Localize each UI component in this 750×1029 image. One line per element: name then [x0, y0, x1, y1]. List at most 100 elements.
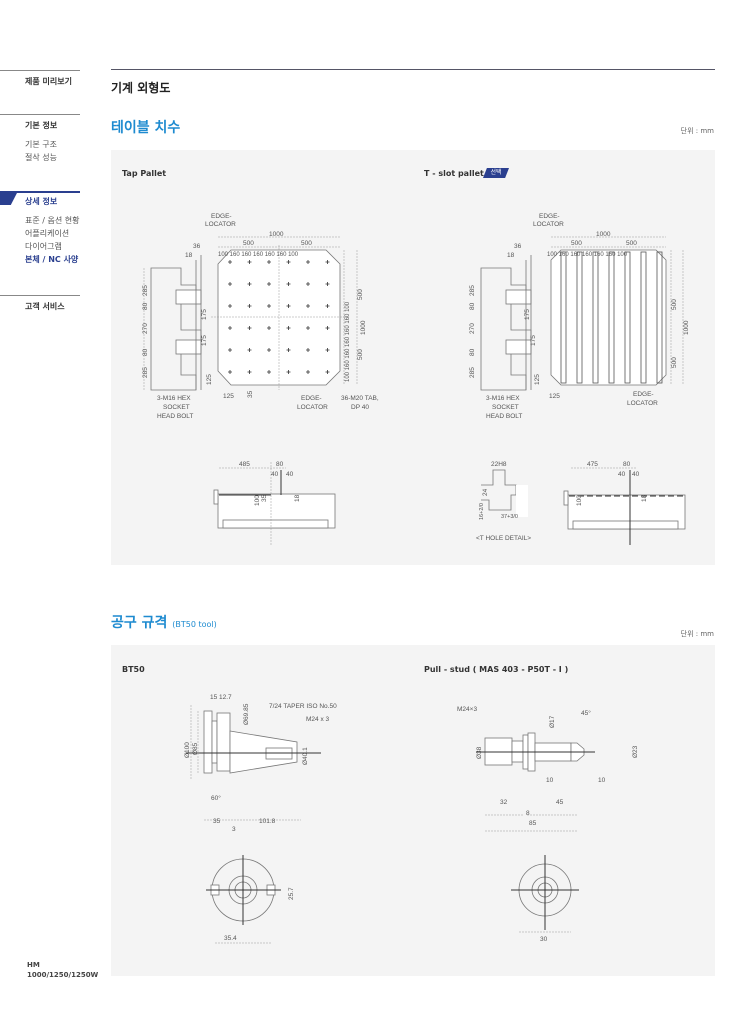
svg-text:LOCATOR: LOCATOR — [627, 400, 658, 407]
svg-text:15: 15 — [210, 694, 218, 701]
sidebar-item-diagram[interactable]: 다이어그램 — [25, 242, 62, 251]
svg-text:EDGE-: EDGE- — [633, 391, 654, 398]
svg-text:270: 270 — [142, 323, 149, 334]
svg-text:SOCKET: SOCKET — [163, 404, 190, 411]
sidebar-preview[interactable]: 제품 미리보기 — [25, 77, 72, 86]
svg-text:3: 3 — [232, 826, 236, 833]
tap-hole — [325, 348, 330, 352]
t-slot — [656, 251, 663, 384]
svg-text:285: 285 — [469, 367, 476, 378]
tool-spec-panel: BT50 Pull - stud ( MAS 403 - P50T - Ⅰ ) … — [111, 645, 715, 976]
svg-text:80: 80 — [623, 461, 631, 468]
tap-hole — [286, 370, 291, 374]
svg-text:36: 36 — [514, 243, 522, 250]
svg-text:HEAD BOLT: HEAD BOLT — [157, 413, 193, 420]
unit-label: 단위 : mm — [680, 127, 714, 135]
section-title-table: 테이블 치수 — [111, 120, 181, 136]
svg-text:DP 40: DP 40 — [351, 404, 369, 411]
svg-text:175: 175 — [201, 335, 208, 346]
svg-text:30: 30 — [540, 936, 548, 943]
sidebar-item-nc-spec[interactable]: 본체 / NC 사양 — [25, 255, 79, 264]
svg-text:SOCKET: SOCKET — [492, 404, 519, 411]
svg-text:3-M16 HEX: 3-M16 HEX — [486, 395, 520, 402]
svg-text:Ø85: Ø85 — [192, 742, 199, 755]
svg-text:40: 40 — [632, 471, 640, 478]
svg-text:270: 270 — [469, 323, 476, 334]
svg-text:Ø17: Ø17 — [549, 715, 556, 728]
svg-text:101.8: 101.8 — [259, 818, 276, 825]
svg-text:125: 125 — [534, 374, 541, 385]
tap-hole — [247, 370, 252, 374]
svg-text:80: 80 — [469, 302, 476, 310]
tap-hole — [325, 260, 330, 264]
svg-text:Ø69.85: Ø69.85 — [243, 703, 250, 725]
svg-text:175: 175 — [201, 309, 208, 320]
tap-hole — [228, 370, 232, 374]
svg-text:80: 80 — [276, 461, 284, 468]
svg-text:500: 500 — [357, 349, 364, 360]
tslot-pallet-top-view — [550, 236, 684, 386]
sidebar-item-application[interactable]: 어플리케이션 — [25, 229, 70, 238]
tap-hole — [247, 304, 252, 308]
sidebar-basic-title[interactable]: 기본 정보 — [25, 121, 58, 130]
tap-hole — [267, 326, 271, 330]
svg-text:EDGE-: EDGE- — [211, 213, 232, 220]
t-slot — [592, 251, 599, 384]
svg-text:500: 500 — [571, 240, 582, 247]
svg-text:500: 500 — [357, 289, 364, 300]
svg-text:45: 45 — [556, 799, 564, 806]
t-slot — [624, 251, 631, 384]
tap-pallet-side-view — [143, 255, 202, 391]
tap-hole — [286, 260, 291, 264]
svg-text:22H8: 22H8 — [491, 461, 507, 468]
t-slot — [576, 251, 583, 384]
svg-text:45°: 45° — [581, 709, 591, 717]
bt50-end-view — [206, 855, 281, 944]
tap-hole — [306, 282, 310, 286]
svg-text:HEAD BOLT: HEAD BOLT — [486, 413, 522, 420]
svg-text:36: 36 — [193, 243, 201, 250]
pull-stud-title: Pull - stud ( MAS 403 - P50T - Ⅰ ) — [424, 665, 569, 674]
svg-text:100 160 160 160 160 160 10: 100 160 160 160 160 160 100 — [547, 252, 628, 258]
tap-hole — [228, 304, 232, 308]
t-slot — [608, 251, 615, 384]
bt50-title: BT50 — [122, 665, 145, 674]
divider — [0, 70, 80, 71]
tap-hole — [286, 304, 291, 308]
svg-text:100 160 160 160 160 160 10: 100 160 160 160 160 160 100 — [218, 252, 299, 258]
svg-text:285: 285 — [142, 285, 149, 296]
sidebar-item-structure[interactable]: 기본 구조 — [25, 140, 57, 149]
svg-text:37+3/0: 37+3/0 — [501, 514, 518, 520]
bt50-holder — [186, 705, 321, 821]
svg-text:25.7: 25.7 — [288, 887, 295, 900]
svg-text:60°: 60° — [211, 794, 221, 802]
tap-hole — [247, 282, 252, 286]
svg-text:500: 500 — [301, 240, 312, 247]
t-hole-detail — [481, 469, 528, 517]
svg-text:40: 40 — [271, 471, 279, 478]
tap-hole — [286, 282, 291, 286]
svg-text:500: 500 — [671, 357, 678, 368]
svg-text:24: 24 — [482, 488, 489, 496]
tap-hole — [325, 326, 330, 330]
sidebar-detail-title[interactable]: 상세 정보 — [25, 197, 58, 206]
sidebar-item-options[interactable]: 표준 / 옵션 현황 — [25, 216, 80, 225]
tap-hole — [228, 282, 232, 286]
svg-text:12.7: 12.7 — [219, 694, 232, 701]
tap-hole — [228, 348, 232, 352]
sidebar-item-cutting[interactable]: 절삭 성능 — [25, 153, 57, 162]
table-drawings: 36 18 285 80 270 80 285 175 175 EDGE- LO… — [142, 213, 690, 545]
tap-pallet-title: Tap Pallet — [122, 169, 167, 178]
sidebar-service[interactable]: 고객 서비스 — [25, 302, 65, 311]
svg-text:LOCATOR: LOCATOR — [297, 404, 328, 411]
tap-hole — [247, 348, 252, 352]
svg-text:8: 8 — [526, 810, 530, 817]
svg-text:3-M16 HEX: 3-M16 HEX — [157, 395, 191, 402]
svg-text:EDGE-: EDGE- — [301, 395, 322, 402]
tap-hole — [267, 370, 271, 374]
svg-text:35.4: 35.4 — [224, 935, 237, 942]
tslot-pallet-front-view — [563, 467, 686, 545]
svg-text:500: 500 — [243, 240, 254, 247]
tap-hole — [306, 260, 310, 264]
